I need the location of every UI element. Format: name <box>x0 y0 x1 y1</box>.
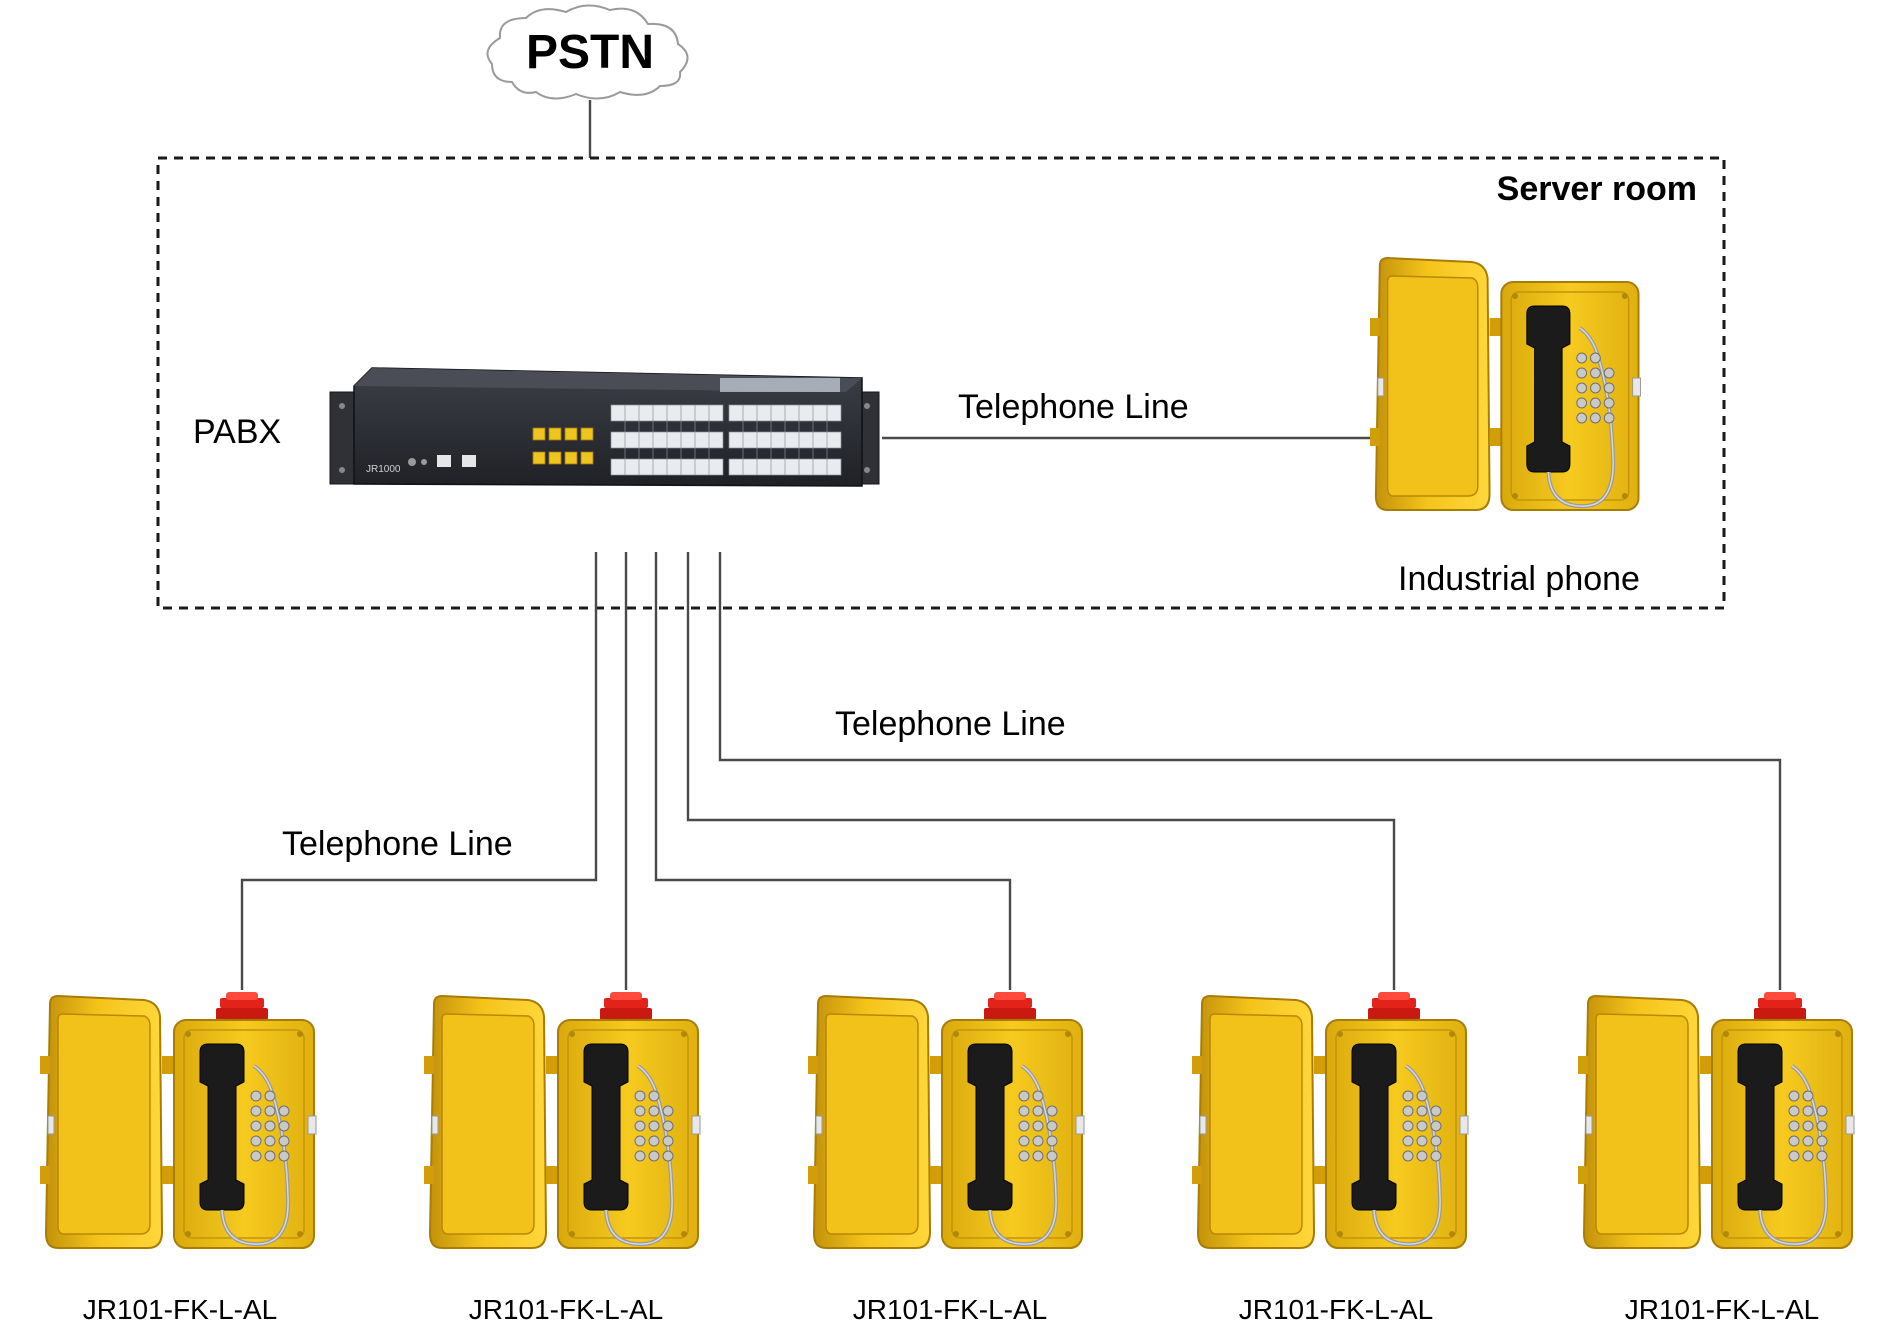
pabx-device: JR1000 <box>329 367 880 487</box>
line-label-middle: Telephone Line <box>835 705 1066 743</box>
phone-model-label: JR101-FK-L-AL <box>1239 1294 1434 1323</box>
phone-model-label: JR101-FK-L-AL <box>1625 1294 1820 1323</box>
field-phone-5: JR101-FK-L-AL <box>1576 992 1856 1323</box>
line-label-left: Telephone Line <box>282 825 513 863</box>
wire-phone-1 <box>240 552 598 990</box>
industrial-phone <box>1368 256 1643 512</box>
field-phone-2: JR101-FK-L-AL <box>422 992 702 1323</box>
pabx-model-text: JR1000 <box>366 464 401 475</box>
pstn-label: PSTN <box>526 26 654 79</box>
pstn-cloud: PSTN <box>486 4 689 100</box>
industrial-phone-label: Industrial phone <box>1398 560 1640 598</box>
field-phone-4: JR101-FK-L-AL <box>1190 992 1470 1323</box>
phone-model-label: JR101-FK-L-AL <box>83 1294 278 1323</box>
phone-model-label: JR101-FK-L-AL <box>853 1294 1048 1323</box>
field-wiring <box>240 552 1782 990</box>
field-phone-1: JR101-FK-L-AL <box>38 992 318 1323</box>
field-phone-3: JR101-FK-L-AL <box>806 992 1086 1323</box>
pabx-label: PABX <box>193 413 281 451</box>
wire-phone-3 <box>654 552 1012 990</box>
server-room-label: Server room <box>1497 170 1697 208</box>
wire-phone-4 <box>686 552 1396 990</box>
wire-phone-5 <box>718 552 1782 990</box>
phone-model-label: JR101-FK-L-AL <box>469 1294 664 1323</box>
line-label-top: Telephone Line <box>958 388 1189 426</box>
